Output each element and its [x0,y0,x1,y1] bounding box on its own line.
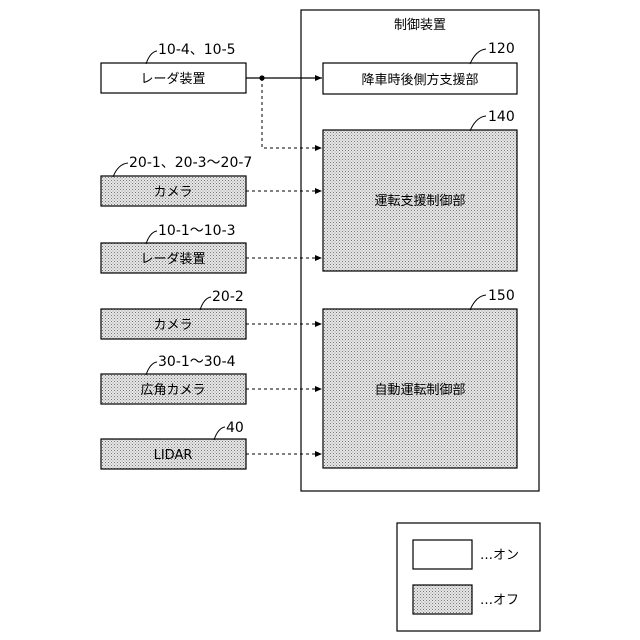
legend-frame [397,523,540,631]
radar-device-leader-on [146,51,157,64]
radar-device-leader-off [146,231,157,244]
radar-device-ref-off: 10-1～10-3 [158,223,236,239]
radar-device-ref-on: 10-4、10-5 [158,42,236,58]
legend-on-swatch [413,540,472,569]
driving-support-ref: 140 [488,109,515,125]
autonomous-driving-label: 自動運転制御部 [374,383,465,398]
autonomous-driving-leader [470,295,486,310]
radar-device-label-on: レーダ装置 [140,72,205,87]
radar-to-driving-support-arrow [262,78,322,148]
wide-angle-camera-leader [146,362,157,375]
alighting-support-leader [470,49,486,64]
camera-group-label: カメラ [153,185,192,200]
lidar-leader [214,427,225,440]
driving-support-label: 運転支援制御部 [374,194,465,209]
camera-group-leader [113,163,128,177]
camera-single-label: カメラ [153,318,192,333]
camera-group-ref: 20-1、20-3～20-7 [129,155,252,171]
radar-device-label-off: レーダ装置 [140,252,205,267]
autonomous-driving-ref: 150 [488,288,515,304]
lidar-ref: 40 [226,420,244,436]
controller-title: 制御装置 [394,18,446,33]
wide-angle-camera-ref: 30-1～30-4 [158,354,236,370]
camera-single-ref: 20-2 [212,289,244,305]
camera-single-leader [200,297,211,310]
alighting-support-label: 降車時後側方支援部 [361,72,478,88]
driving-support-leader [470,116,486,131]
legend-off-label: …オフ [480,593,519,608]
wide-angle-camera-label: 広角カメラ [140,383,205,398]
lidar-label: LIDAR [154,448,193,463]
alighting-support-ref: 120 [488,41,515,57]
legend-off-swatch [413,585,472,614]
legend-on-label: …オン [480,548,519,563]
